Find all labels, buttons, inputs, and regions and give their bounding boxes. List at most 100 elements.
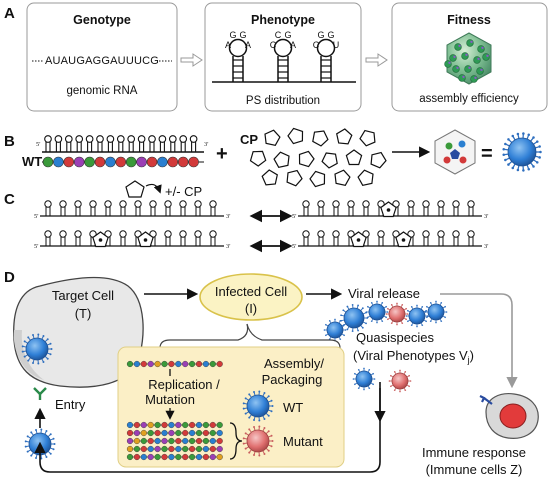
capsid-protein xyxy=(309,170,326,188)
b-three-prime: 3' xyxy=(204,141,208,148)
genotype-title: Genotype xyxy=(73,13,131,27)
loop-nucleotide: C xyxy=(270,40,277,50)
mutant-virion-label: Mutant xyxy=(283,434,323,449)
capsid-protein xyxy=(264,129,281,146)
loop-nucleotide: G xyxy=(317,30,324,40)
fitness-title: Fitness xyxy=(447,13,491,27)
infected-cell-symbol: (I) xyxy=(245,301,257,316)
rna-conformations: 5'3'5'3'5'3'5'3' xyxy=(34,200,488,250)
capsid-protein xyxy=(359,129,376,147)
recycling-arrow xyxy=(34,382,386,473)
loop-nucleotide: U xyxy=(333,40,340,50)
capsid-protein xyxy=(357,169,374,186)
rna-conformation: 5'3' xyxy=(34,200,230,220)
quasispecies-virion xyxy=(340,303,369,333)
infected-cell-label: Infected Cell xyxy=(215,284,287,299)
three-prime: 3' xyxy=(226,243,230,250)
capsid-icon xyxy=(444,32,492,85)
capsid-protein xyxy=(312,130,329,147)
capsid-protein xyxy=(249,150,267,167)
fitness-box: Fitness assembly efficiency xyxy=(391,2,548,112)
genome-bead xyxy=(94,156,106,168)
receptor-icon xyxy=(33,387,47,400)
quasispecies-virion xyxy=(424,300,448,324)
loop-nucleotide: A xyxy=(225,40,231,50)
genotype-box: Genotype AUAUGAGGAUUUCG genomic RNA xyxy=(26,2,178,112)
loop-nucleotide: C xyxy=(275,30,282,40)
genome-bead xyxy=(53,156,64,168)
capsid-protein xyxy=(336,128,353,145)
wt-label: WT xyxy=(22,154,42,169)
genome-bead xyxy=(136,156,147,168)
immune-cell-icon xyxy=(479,393,539,439)
quasispecies-virions-lower xyxy=(352,367,412,393)
quasispecies-virion xyxy=(365,300,389,324)
immune-cells-label: (Immune cells Z) xyxy=(426,462,523,477)
capsid-protein xyxy=(321,152,338,169)
capsid-protein xyxy=(370,151,387,169)
genome-bead xyxy=(146,156,158,168)
genome-bead xyxy=(63,156,75,168)
mutant-virion xyxy=(242,425,274,457)
genome-bead xyxy=(42,156,54,168)
viral-release-label: Viral release xyxy=(348,286,420,301)
arrow-genotype-to-phenotype xyxy=(180,53,203,67)
genome-strand xyxy=(126,445,223,453)
genome-strand xyxy=(126,453,223,461)
target-cell: Target Cell (T) xyxy=(13,276,144,388)
virion-in-cell xyxy=(21,333,53,365)
entry-label: Entry xyxy=(55,397,86,412)
genome-bead xyxy=(105,156,116,168)
equals-sign: = xyxy=(481,143,493,165)
plus-sign: + xyxy=(216,143,228,165)
virion-wt-icon xyxy=(502,132,542,172)
mutation-label: Mutation xyxy=(145,392,195,407)
assembled-capsid-icon xyxy=(434,129,476,175)
quasispecies-label: Quasispecies xyxy=(356,330,435,345)
genome-strand xyxy=(126,437,223,445)
five-prime: 5' xyxy=(34,243,38,250)
quasispecies-virion xyxy=(405,304,429,328)
infected-cell: Infected Cell (I) xyxy=(199,273,303,321)
cp-toggle-label: +/- CP xyxy=(165,184,202,199)
target-cell-label: Target Cell xyxy=(52,288,114,303)
loop-nucleotide: G xyxy=(327,30,334,40)
genome-bead xyxy=(125,156,137,168)
immune-trigger-arrow xyxy=(440,293,518,389)
wt-virion xyxy=(242,390,274,422)
capsid-protein xyxy=(287,127,304,145)
capsid-protein xyxy=(286,169,303,187)
phenotype-title: Phenotype xyxy=(251,13,315,27)
panel-b-letter: B xyxy=(4,133,15,150)
loop-nucleotide: C xyxy=(313,40,320,50)
genome-bead xyxy=(177,156,189,168)
genome-bead xyxy=(188,156,199,168)
capsid-proteins xyxy=(249,127,387,188)
genome-strand xyxy=(126,421,223,429)
cp-toggle: +/- CP xyxy=(125,180,202,199)
bracket-connector xyxy=(159,323,341,349)
loop-nucleotide: G xyxy=(229,30,236,40)
genome-bead xyxy=(157,156,168,168)
quasispecies-virions xyxy=(323,300,448,342)
quasispecies-virion xyxy=(323,318,347,342)
virion-wt xyxy=(502,132,542,172)
five-prime: 5' xyxy=(34,213,38,220)
quasispecies-virion xyxy=(388,369,412,393)
wt-genome-beads xyxy=(42,156,204,168)
panel-d-letter: D xyxy=(4,269,15,286)
rna-conformation: 5' 3' xyxy=(34,230,230,250)
quasispecies-virion xyxy=(385,302,409,326)
capsid-protein xyxy=(345,149,363,166)
genome-bead xyxy=(73,156,85,168)
wt-rna-hairpins xyxy=(42,135,204,153)
capsid-protein xyxy=(334,169,351,186)
b-five-prime: 5' xyxy=(36,141,40,148)
rna-conformation: 5'3' xyxy=(292,230,488,250)
loop-nucleotide: A xyxy=(245,40,251,50)
genotype-sequence: AUAUGAGGAUUUCG xyxy=(45,55,159,67)
panel-c-letter: C xyxy=(4,191,15,208)
